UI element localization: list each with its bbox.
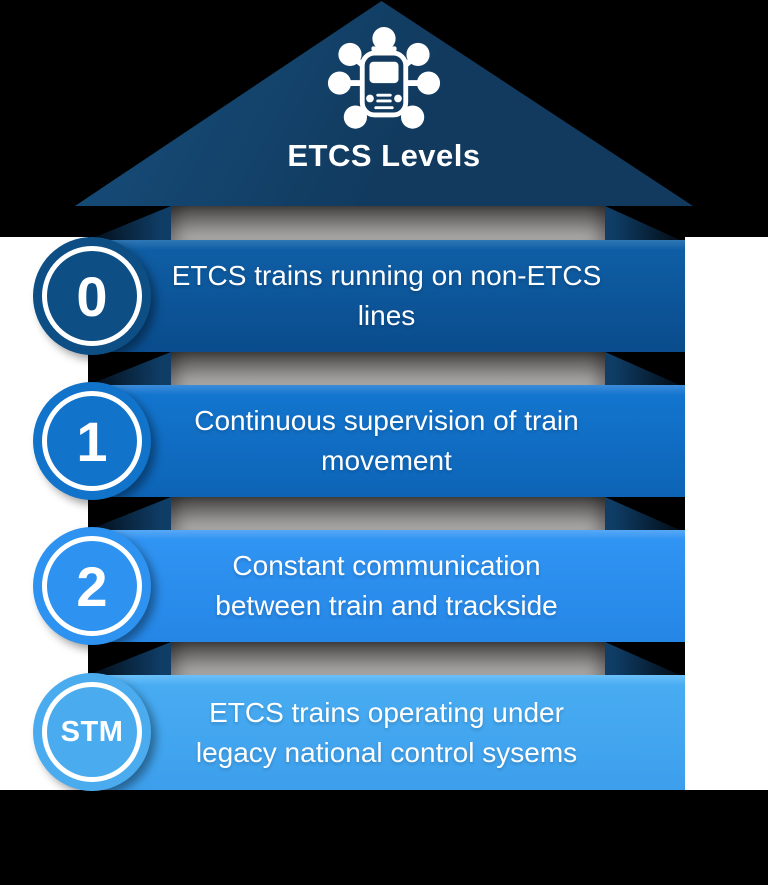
level-2-text-line2: between train and trackside: [215, 590, 558, 621]
level-1-badge: 1: [33, 382, 151, 500]
arrow-shaft-segment: [88, 352, 685, 385]
level-stm-bar: ETCS trains operating under legacy natio…: [88, 675, 685, 790]
level-stm-text-line2: legacy national control sysems: [195, 736, 578, 768]
level-2-badge-label: 2: [76, 554, 108, 618]
badge-ring: 1: [42, 391, 142, 491]
ribbon-fold-left: [88, 352, 171, 385]
badge-ring: STM: [42, 682, 142, 782]
level-1-badge-label: 1: [76, 409, 108, 473]
ribbon-fold-right: [605, 352, 680, 385]
level-stm-text-line1: ETCS trains operating under: [209, 696, 564, 728]
arrow-shaft: [171, 352, 605, 385]
level-0-badge-label: 0: [76, 264, 108, 328]
arrow-shaft: [171, 497, 605, 530]
arrow-shaft-segment: [88, 642, 685, 675]
level-0-text-line1: ETCS trains running on non-ETCS: [171, 260, 602, 291]
ribbon-fold-right: [605, 497, 680, 530]
level-0-bar: ETCS trains running on non-ETCS lines: [88, 240, 685, 352]
badge-ring: 0: [42, 246, 142, 346]
badge-ring: 2: [42, 536, 142, 636]
level-stm-badge: STM: [33, 673, 151, 791]
ribbon-fold-left: [88, 206, 171, 240]
ribbon-fold-right: [605, 642, 680, 675]
level-1-text-line2: movement: [321, 445, 452, 476]
level-1-bar: Continuous supervision of train movement: [88, 385, 685, 497]
train-network-icon: [327, 27, 441, 129]
arrow-shaft-segment: [88, 206, 685, 240]
diagram-title: ETCS Levels: [287, 138, 481, 173]
level-1-text-line1: Continuous supervision of train: [194, 405, 579, 436]
ribbon-fold-left: [88, 497, 171, 530]
level-2-text-line1: Constant communication: [232, 550, 541, 581]
arrow-shaft: [171, 206, 605, 240]
arrow-shaft: [171, 642, 605, 675]
level-2-badge: 2: [33, 527, 151, 645]
level-0-text-line2: lines: [357, 300, 416, 331]
arrow-shaft-segment: [88, 497, 685, 530]
ribbon-fold-left: [88, 642, 171, 675]
ribbon-fold-right: [605, 206, 680, 240]
level-2-bar: Constant communication between train and…: [88, 530, 685, 642]
level-stm-badge-label: STM: [60, 715, 124, 748]
level-0-badge: 0: [33, 237, 151, 355]
